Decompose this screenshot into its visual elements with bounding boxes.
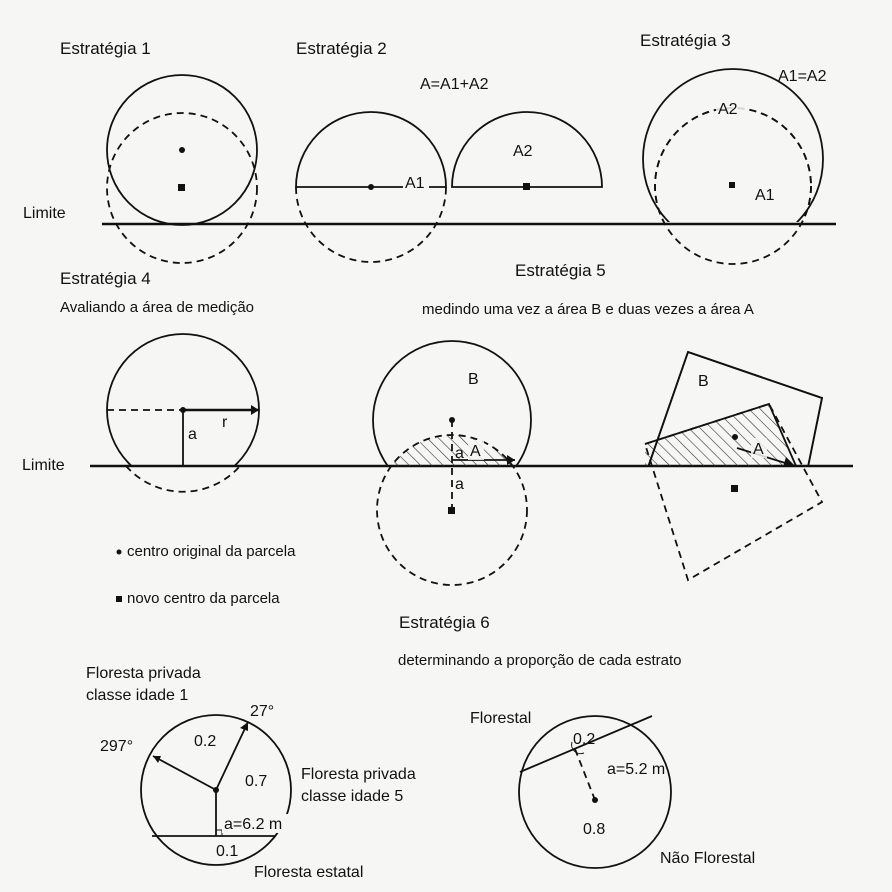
label-backdrop (220, 412, 232, 430)
label-backdrop (403, 172, 429, 192)
right-proportion-02: 0.2 (573, 731, 595, 748)
strategy-5-subtitle: medindo uma vez a área B e duas vezes a … (422, 301, 754, 318)
strategy-2-label-a1: A1 (405, 175, 425, 192)
right-chord (519, 715, 653, 773)
label-backdrop (187, 424, 199, 442)
strategy-4-label-a: a (188, 426, 197, 443)
left-top-label-2: classe idade 1 (86, 687, 188, 704)
legend-new-center-label: novo centro da parcela (127, 590, 280, 607)
right-top-label: Florestal (470, 710, 531, 727)
strategy-1: Estratégia 1 Limite (23, 39, 258, 264)
label-backdrop (222, 814, 292, 833)
original-center-marker (179, 147, 185, 153)
left-arrowhead-27 (240, 722, 248, 731)
strategy-5-label-b: B (468, 371, 479, 388)
left-angle-27: 27° (250, 703, 274, 720)
strategy-3-label-a2: A2 (718, 101, 738, 118)
original-center-marker (449, 417, 455, 423)
strategy-5-square-plot-b-solid (647, 350, 824, 466)
strategy-2-half-plot-a1 (295, 111, 447, 188)
left-proportion-01: 0.1 (216, 843, 238, 860)
strategy-5-label-a-lower: a (455, 476, 464, 493)
strategy-2-label-a2: A2 (513, 143, 533, 160)
original-center-marker (732, 434, 738, 440)
strategy-3-original-plot (642, 68, 824, 222)
right-right-angle-mark (571, 741, 585, 755)
new-center-marker (731, 485, 738, 492)
strategy-4-label-r: r (222, 414, 228, 431)
strategy-3: Estratégia 3 A1=A2 A2 A1 (640, 31, 827, 265)
strategy-4-dashed-lower (125, 465, 241, 493)
strategy-6-subtitle: determinando a proporção de cada estrato (398, 652, 682, 669)
left-right-label-2: classe idade 5 (301, 788, 403, 805)
strategy-5-title: Estratégia 5 (515, 261, 606, 280)
left-radius-297 (152, 755, 217, 791)
legend: centro original da parcela novo centro d… (116, 543, 296, 607)
label-backdrop (752, 184, 782, 204)
left-angle-297: 297° (100, 738, 133, 755)
left-right-label-1: Floresta privada (301, 766, 416, 783)
legend-original-center-label: centro original da parcela (127, 543, 296, 560)
left-plot-center (213, 787, 219, 793)
strategy-4-title: Estratégia 4 (60, 269, 151, 288)
label-backdrop (468, 440, 484, 460)
label-backdrop (511, 140, 539, 160)
strategy-5-square-label-b: B (698, 373, 709, 390)
new-center-marker (523, 183, 530, 190)
strategy-3-formula: A1=A2 (778, 68, 827, 85)
strategy-5-label-a-area: A (470, 443, 481, 460)
strategy-5-square-label-a: A (753, 441, 764, 458)
strategy-5: Estratégia 5 medindo uma vez a área B e … (372, 261, 824, 586)
new-center-marker (178, 184, 185, 191)
new-center-marker (729, 182, 735, 188)
left-radius-27 (215, 721, 249, 791)
left-plot-circle (140, 714, 292, 866)
strategy-6: Estratégia 6 determinando a proporção de… (86, 613, 755, 881)
left-arrowhead-297 (153, 756, 161, 763)
left-proportion-02: 0.2 (194, 733, 216, 750)
right-proportion-08: 0.8 (583, 821, 605, 838)
stratum-plot-left: Floresta privada classe idade 1 27° 297°… (86, 665, 416, 881)
stratum-plot-right: Florestal 0.2 a=5.2 m 0.8 Não Florestal (470, 710, 755, 869)
radius-arrowhead (251, 405, 259, 415)
strategy-1-moved-plot (106, 112, 258, 264)
boundary-label-middle: Limite (22, 457, 65, 474)
strategy-4-inner-plot (107, 334, 259, 410)
left-bottom-label: Floresta estatal (254, 864, 363, 881)
strategy-2: Estratégia 2 A=A1+A2 A1 A2 (295, 39, 603, 263)
right-bottom-label: Não Florestal (660, 850, 755, 867)
original-center-marker (180, 407, 186, 413)
left-distance-label: a=6.2 m (224, 816, 282, 833)
right-plot-center (592, 797, 598, 803)
original-center-marker (368, 184, 374, 190)
area-arrowhead (507, 455, 515, 465)
boundary-label-top: Limite (23, 205, 66, 222)
right-distance-line (574, 748, 596, 801)
strategy-1-title: Estratégia 1 (60, 39, 151, 58)
legend-new-center-marker (116, 596, 122, 602)
legend-original-center-marker (116, 549, 122, 555)
right-plot-circle (518, 715, 672, 869)
strategy-2-formula: A=A1+A2 (420, 76, 489, 93)
strategy-5-label-a-upper: a (455, 445, 464, 462)
strategy-5-moved-plot (376, 466, 528, 586)
strategy-2-title: Estratégia 2 (296, 39, 387, 58)
left-top-label-1: Floresta privada (86, 665, 201, 682)
strategy-4: Estratégia 4 Avaliando a área de medição… (22, 269, 260, 493)
new-center-marker (448, 507, 455, 514)
right-distance-label: a=5.2 m (607, 761, 665, 778)
strategy-5-original-plot (372, 340, 532, 466)
strategy-6-title: Estratégia 6 (399, 613, 490, 632)
strategy-3-label-a1: A1 (755, 187, 775, 204)
strategy-3-title: Estratégia 3 (640, 31, 731, 50)
strategy-5-square-solid-edges (644, 402, 797, 467)
strategy-4-subtitle: Avaliando a área de medição (60, 299, 254, 316)
label-backdrop (716, 98, 746, 118)
label-backdrop (751, 438, 767, 458)
left-proportion-07: 0.7 (245, 773, 267, 790)
strategy-2-half-plot-a2 (451, 111, 603, 188)
square-arrowhead (783, 457, 795, 467)
